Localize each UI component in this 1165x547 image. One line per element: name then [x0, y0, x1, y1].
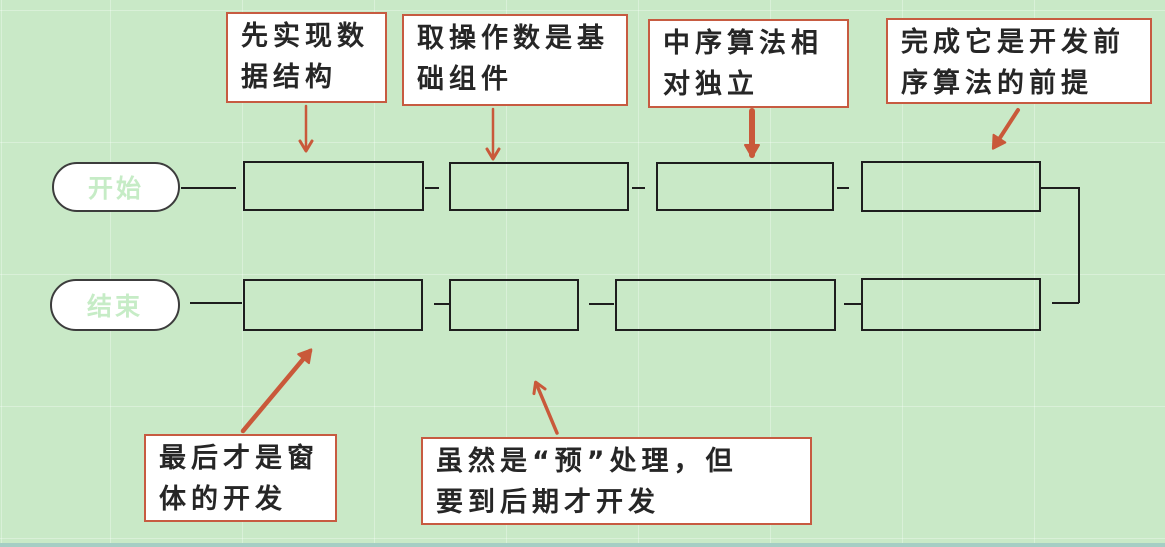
annotation-box-4[interactable]: 完成它是开发前 序算法的前提 — [886, 18, 1152, 104]
window-bottom-edge — [0, 543, 1165, 547]
process-box-8[interactable] — [861, 278, 1041, 331]
start-terminal[interactable]: 开始 — [52, 162, 180, 212]
annotation-box-6[interactable]: 虽然是“预”处理，但 要到后期才开发 — [421, 437, 812, 525]
annotation-text-4: 完成它是开发前 序算法的前提 — [901, 27, 1125, 99]
annotation-box-1[interactable]: 先实现数 据结构 — [226, 12, 387, 103]
process-box-5[interactable] — [243, 279, 423, 331]
annotation-box-2[interactable]: 取操作数是基 础组件 — [402, 14, 628, 106]
arrow-annotation-5 — [240, 348, 313, 434]
process-box-4[interactable] — [861, 161, 1041, 212]
annotation-text-1: 先实现数 据结构 — [241, 21, 369, 93]
annotation-text-6: 虽然是“预”处理，但 要到后期才开发 — [436, 446, 738, 518]
end-terminal[interactable]: 结束 — [50, 279, 180, 331]
annotation-box-5[interactable]: 最后才是窗 体的开发 — [144, 434, 337, 522]
process-box-1[interactable] — [243, 161, 424, 211]
arrow-annotation-6 — [532, 380, 559, 435]
annotation-text-2: 取操作数是基 础组件 — [417, 23, 609, 95]
process-box-7[interactable] — [615, 279, 836, 331]
process-box-2[interactable] — [449, 162, 629, 211]
process-box-6[interactable] — [449, 279, 579, 331]
annotation-text-3: 中序算法相 对独立 — [663, 28, 823, 100]
arrow-annotation-4 — [991, 108, 1020, 150]
annotation-box-3[interactable]: 中序算法相 对独立 — [648, 19, 849, 108]
end-terminal-label: 结束 — [86, 292, 143, 321]
process-box-3[interactable] — [656, 162, 834, 211]
annotation-text-5: 最后才是窗 体的开发 — [159, 443, 319, 515]
start-terminal-label: 开始 — [87, 174, 144, 203]
